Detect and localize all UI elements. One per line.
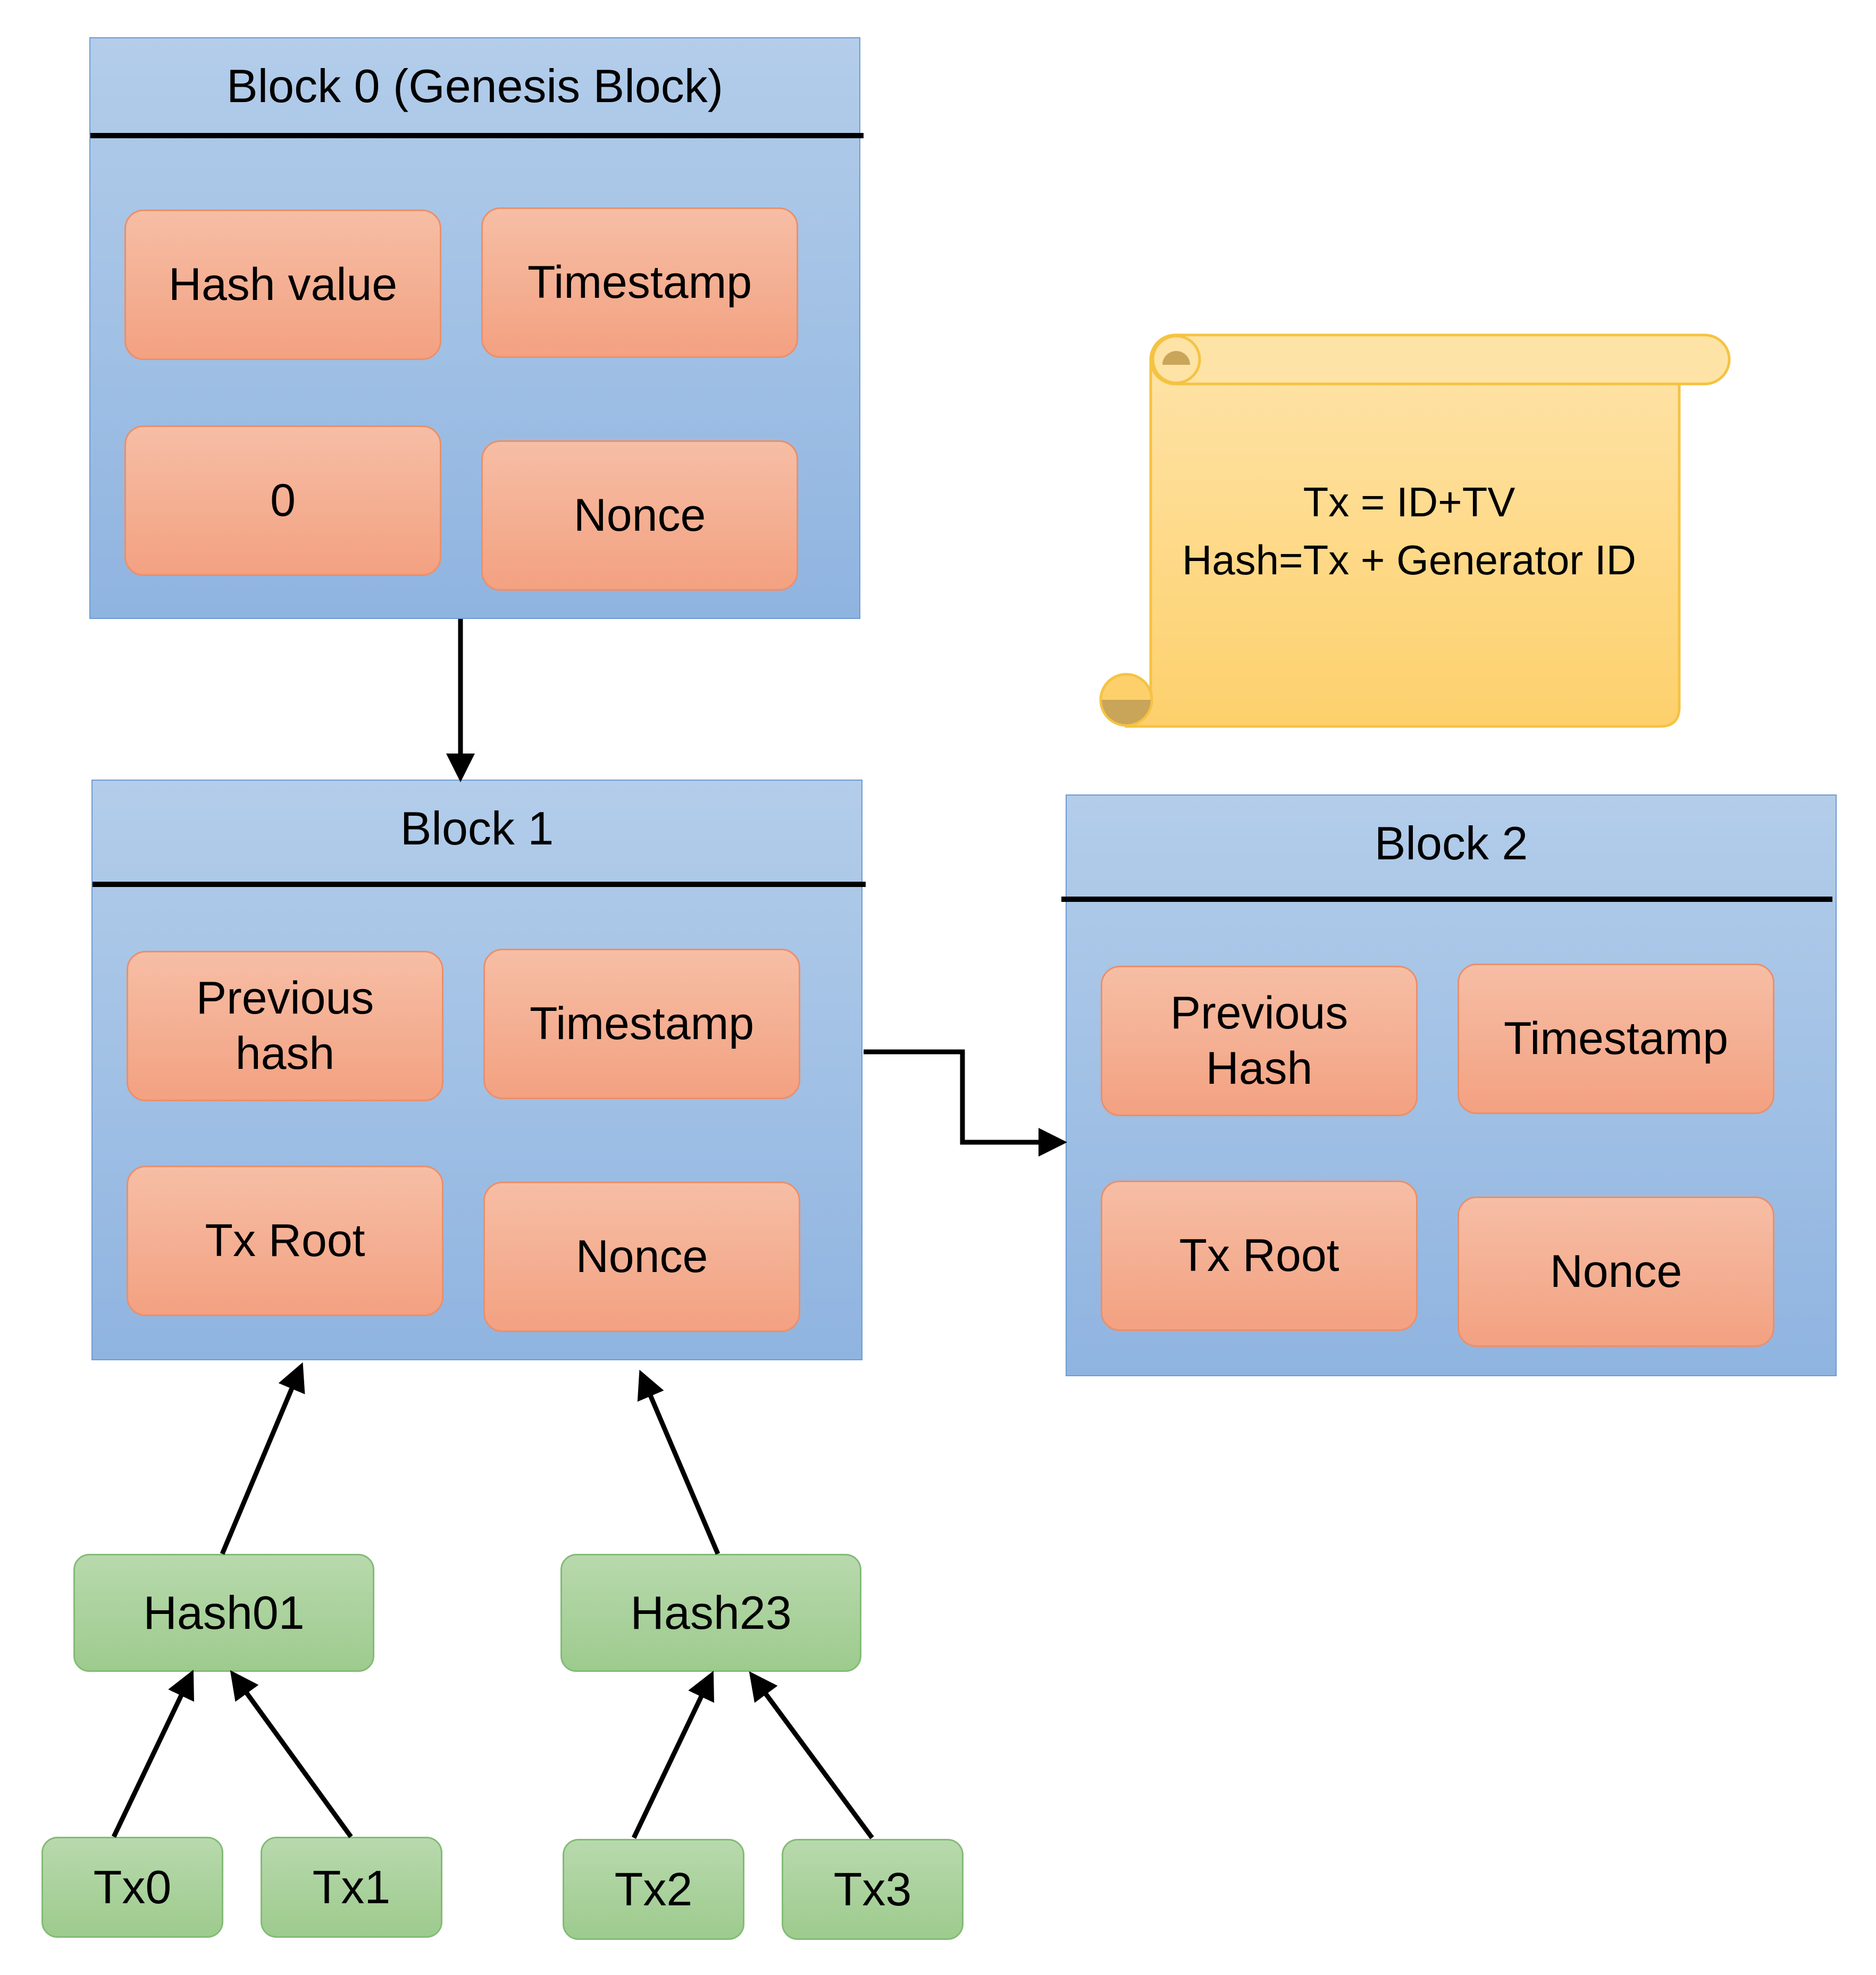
arrow-tx1-to-hash01 bbox=[230, 1670, 353, 1838]
tx2-node: Tx2 bbox=[563, 1839, 744, 1940]
tx1-node: Tx1 bbox=[261, 1837, 442, 1938]
hash23-node: Hash23 bbox=[560, 1554, 861, 1672]
arrow-tx2-to-hash23 bbox=[631, 1670, 714, 1839]
block-1-tx-root: Tx Root bbox=[127, 1166, 443, 1316]
arrow-tx3-to-hash23 bbox=[749, 1671, 874, 1839]
note-line-2: Hash=Tx + Generator ID bbox=[1182, 537, 1637, 584]
scroll-bottom-curl-shade bbox=[1102, 700, 1151, 724]
arrow-tx0-to-hash01 bbox=[111, 1669, 194, 1838]
block-0-title: Block 0 (Genesis Block) bbox=[226, 60, 724, 112]
block-2-nonce: Nonce bbox=[1458, 1196, 1774, 1347]
block-1-divider bbox=[93, 882, 866, 887]
hash01-node: Hash01 bbox=[73, 1554, 374, 1672]
block-2-tx-root: Tx Root bbox=[1101, 1181, 1418, 1331]
arrow-hash23-to-txroot bbox=[637, 1369, 721, 1555]
block-2-previous-hash: Previous Hash bbox=[1101, 966, 1418, 1116]
block-1-timestamp: Timestamp bbox=[483, 949, 800, 1099]
block-1-previous-hash: Previous hash bbox=[127, 951, 443, 1101]
block-0-timestamp: Timestamp bbox=[481, 207, 798, 358]
block-2-timestamp: Timestamp bbox=[1458, 964, 1774, 1114]
block-1-nonce: Nonce bbox=[483, 1182, 800, 1332]
scroll-top-roll bbox=[1149, 333, 1731, 386]
arrow-hash01-to-txroot bbox=[220, 1362, 305, 1555]
block-1: Block 1 Previous hash Timestamp Tx Root … bbox=[91, 780, 866, 1360]
tx0-node: Tx0 bbox=[41, 1837, 223, 1938]
note-line-1: Tx = ID+TV bbox=[1303, 479, 1515, 525]
arrow-block1-to-block2 bbox=[864, 1049, 1067, 1157]
block-2-title: Block 2 bbox=[1374, 817, 1528, 869]
tx3-node: Tx3 bbox=[782, 1839, 964, 1940]
block-2-divider bbox=[1061, 897, 1832, 902]
block-0-nonce: Nonce bbox=[481, 440, 798, 591]
block-1-title: Block 1 bbox=[400, 802, 554, 855]
block-0-previous-zero: 0 bbox=[124, 425, 441, 576]
block-2: Block 2 Previous Hash Timestamp Tx Root … bbox=[1061, 794, 1837, 1376]
block-0-hash-value: Hash value bbox=[124, 210, 441, 360]
block-0-divider bbox=[90, 133, 864, 138]
scroll-note bbox=[1099, 333, 1731, 728]
block-0: Block 0 (Genesis Block) Hash value Times… bbox=[89, 37, 864, 619]
scroll-note-text: Tx = ID+TV Hash=Tx + Generator ID bbox=[1085, 473, 1733, 589]
scroll-top-curl-shade bbox=[1162, 351, 1190, 365]
